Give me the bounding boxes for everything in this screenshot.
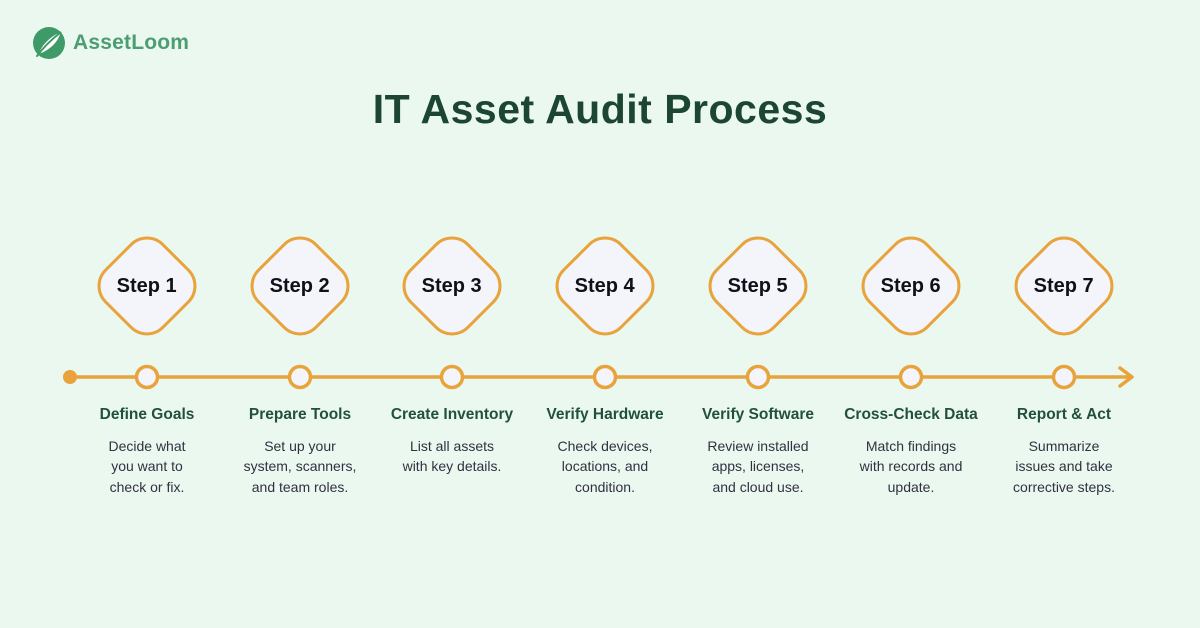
timeline-node-7 [1051,364,1077,390]
timeline [63,364,1134,390]
step-column-7: Report & Act Summarize issues and take c… [979,406,1149,497]
step-label: Step 3 [421,274,483,297]
step-diamond-1: Step 1 [87,226,207,346]
timeline-node-1 [134,364,160,390]
timeline-node-2 [287,364,313,390]
step-label: Step 7 [1033,274,1095,297]
step-description: Review installed apps, licenses, and clo… [707,438,809,495]
step-title: Create Inventory [390,406,514,423]
step-description: Decide what you want to check or fix. [108,438,186,495]
step-diamond-4: Step 4 [545,226,665,346]
brand-logo: AssetLoom [33,27,189,59]
page-title: IT Asset Audit Process [372,86,828,132]
step-description: Summarize issues and take corrective ste… [1013,438,1115,495]
timeline-node-3 [439,364,465,390]
step-title: Define Goals [99,406,195,423]
step-diamond-5: Step 5 [698,226,818,346]
step-label: Step 1 [116,274,178,297]
step-description: List all assets with key details. [402,438,502,475]
timeline-node-4 [592,364,618,390]
step-column-4: Verify Hardware Check devices, locations… [520,406,690,497]
step-title: Report & Act [1016,406,1112,423]
step-title: Verify Software [702,406,814,423]
step-column-1: Define Goals Decide what you want to che… [62,406,232,497]
step-column-6: Cross-Check Data Match findings with rec… [826,406,996,497]
step-column-3: Create Inventory List all assets with ke… [367,406,537,477]
step-diamond-3: Step 3 [392,226,512,346]
step-diamond-6: Step 6 [851,226,971,346]
step-description: Check devices, locations, and condition. [557,438,653,495]
timeline-node-6 [898,364,924,390]
brand-name: AssetLoom [73,31,190,54]
step-column-2: Prepare Tools Set up your system, scanne… [215,406,385,497]
step-label: Step 6 [880,274,942,297]
leaf-icon [33,27,65,59]
step-label: Step 5 [727,274,789,297]
step-title: Prepare Tools [248,406,352,423]
step-description: Match findings with records and update. [859,438,963,495]
step-column-5: Verify Software Review installed apps, l… [673,406,843,497]
timeline-start-dot [63,370,77,384]
step-label: Step 4 [574,274,636,297]
step-diamond-7: Step 7 [1004,226,1124,346]
step-label: Step 2 [269,274,331,297]
timeline-arrow-icon [1118,366,1134,388]
step-description: Set up your system, scanners, and team r… [243,438,357,495]
step-diamond-2: Step 2 [240,226,360,346]
step-title: Verify Hardware [546,406,664,423]
step-title: Cross-Check Data [844,406,978,423]
timeline-node-5 [745,364,771,390]
